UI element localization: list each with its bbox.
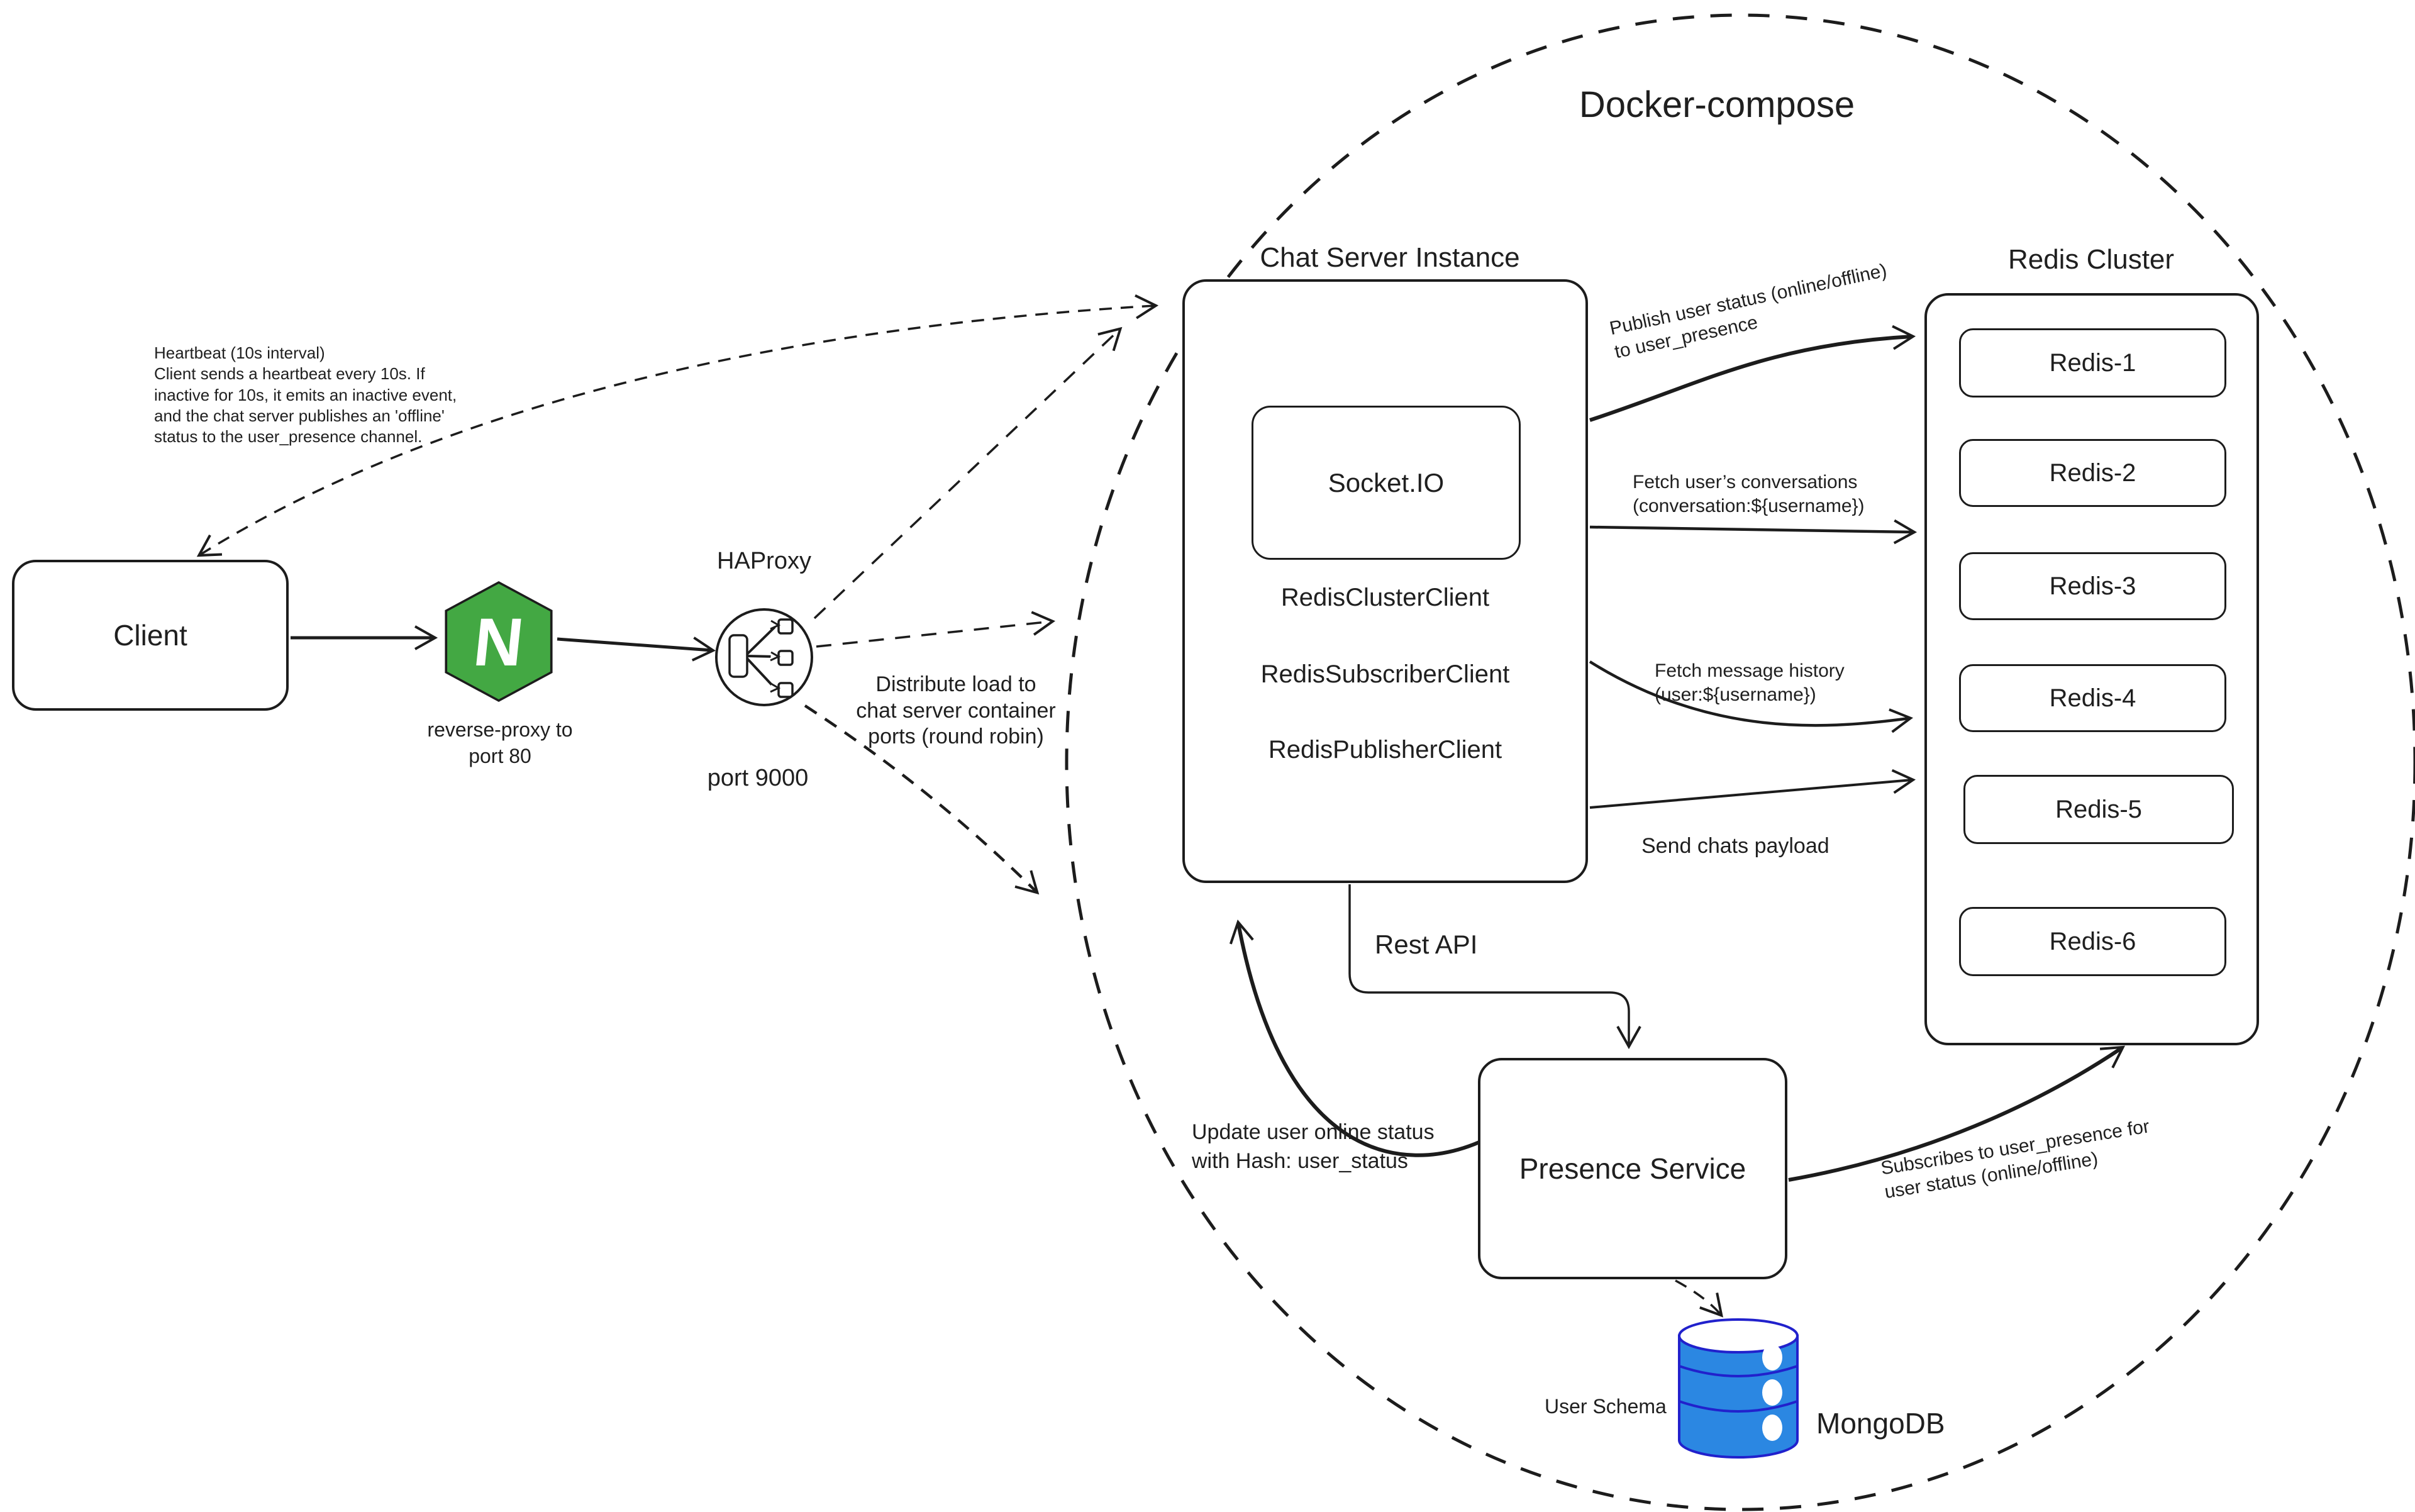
presence-service-label: Presence Service (1519, 1152, 1746, 1185)
rest-api-label: Rest API (1375, 930, 1478, 959)
send-chats-note: Send chats payload (1641, 834, 1829, 858)
arrow-haproxy-upper (813, 326, 1123, 620)
mongodb-schema-label: User Schema (1545, 1395, 1667, 1418)
chat-server-box (1182, 279, 1588, 883)
fetch-history-note: Fetch message history (user:${username}) (1655, 660, 1845, 706)
arrow-rest-api (1348, 884, 1641, 1050)
arrow-nginx-to-haproxy (557, 636, 716, 662)
presence-service-box (1478, 1058, 1787, 1279)
arrow-publish-status (1589, 325, 1916, 422)
arrow-fetch-history (1589, 660, 1914, 733)
redis-publisher-client-label: RedisPublisherClient (1268, 735, 1502, 764)
distribute-note: Distribute load to chat server container… (856, 672, 1056, 749)
redis-subscriber-client-label: RedisSubscriberClient (1260, 660, 1510, 688)
nginx-caption: reverse-proxy to port 80 (427, 718, 573, 767)
update-status-note: Update user online status with Hash: use… (1192, 1120, 1435, 1173)
mongodb-label: MongoDB (1816, 1407, 1945, 1440)
arrow-heartbeat (196, 294, 1159, 557)
heartbeat-note: Heartbeat (10s interval) Client sends a … (154, 343, 457, 447)
arrow-fetch-conversations (1589, 519, 1918, 545)
arrow-update-status (1229, 920, 1480, 1157)
redis-node-3: Redis-3 (1959, 552, 2226, 620)
redis-cluster-title: Redis Cluster (2007, 244, 2175, 275)
nginx-logo-icon: N (445, 581, 553, 702)
client-box (12, 560, 289, 711)
redis-node-5: Redis-5 (1963, 775, 2234, 844)
socketio-label: Socket.IO (1328, 467, 1445, 498)
haproxy-caption: port 9000 (707, 764, 809, 791)
arrow-haproxy-middle (816, 611, 1056, 648)
fetch-conversations-note: Fetch user’s conversations (conversation… (1633, 472, 1865, 517)
redis-node-4: Redis-4 (1959, 664, 2226, 732)
arrow-subscribes (1788, 1045, 2126, 1182)
redis-node-2: Redis-2 (1959, 439, 2226, 507)
redis-cluster-client-label: RedisClusterClient (1280, 583, 1490, 611)
redis-node-1: Redis-1 (1959, 328, 2226, 397)
arrow-haproxy-lower (804, 704, 1040, 895)
chat-server-title: Chat Server Instance (1260, 242, 1520, 273)
client-label: Client (113, 619, 187, 652)
docker-compose-title: Docker-compose (1579, 84, 1855, 125)
arrow-presence-to-mongodb (1675, 1279, 1723, 1318)
socketio-box (1252, 406, 1521, 560)
redis-node-6: Redis-6 (1959, 907, 2226, 976)
haproxy-title: HAProxy (717, 547, 811, 574)
arrow-send-chats (1589, 769, 1916, 809)
